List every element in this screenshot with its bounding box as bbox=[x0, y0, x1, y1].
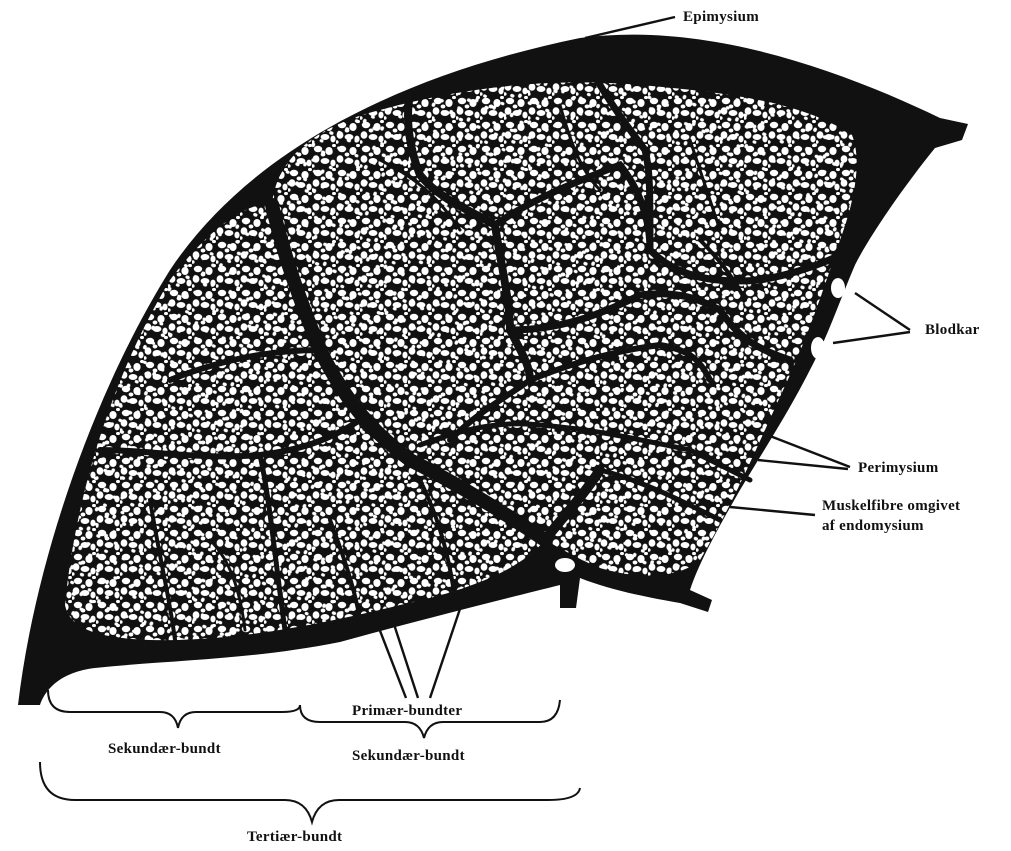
label-muskelfibre-line1: Muskelfibre omgivet bbox=[822, 497, 960, 515]
muscle-fiber-texture bbox=[65, 82, 857, 640]
brace-tertiaer bbox=[40, 762, 580, 822]
label-tertiaer-bundt: Tertiær-bundt bbox=[247, 828, 342, 846]
label-blodkar: Blodkar bbox=[925, 321, 980, 339]
label-perimysium: Perimysium bbox=[858, 459, 938, 477]
label-epimysium: Epimysium bbox=[683, 8, 759, 26]
brace-sekundaer-left bbox=[48, 690, 300, 728]
label-sekundaer-bundt-left: Sekundær-bundt bbox=[108, 740, 221, 758]
label-sekundaer-bundt-right: Sekundær-bundt bbox=[352, 747, 465, 765]
label-primaer-bundter: Primær-bundter bbox=[352, 702, 462, 720]
label-muskelfibre-line2: af endomysium bbox=[822, 517, 924, 535]
